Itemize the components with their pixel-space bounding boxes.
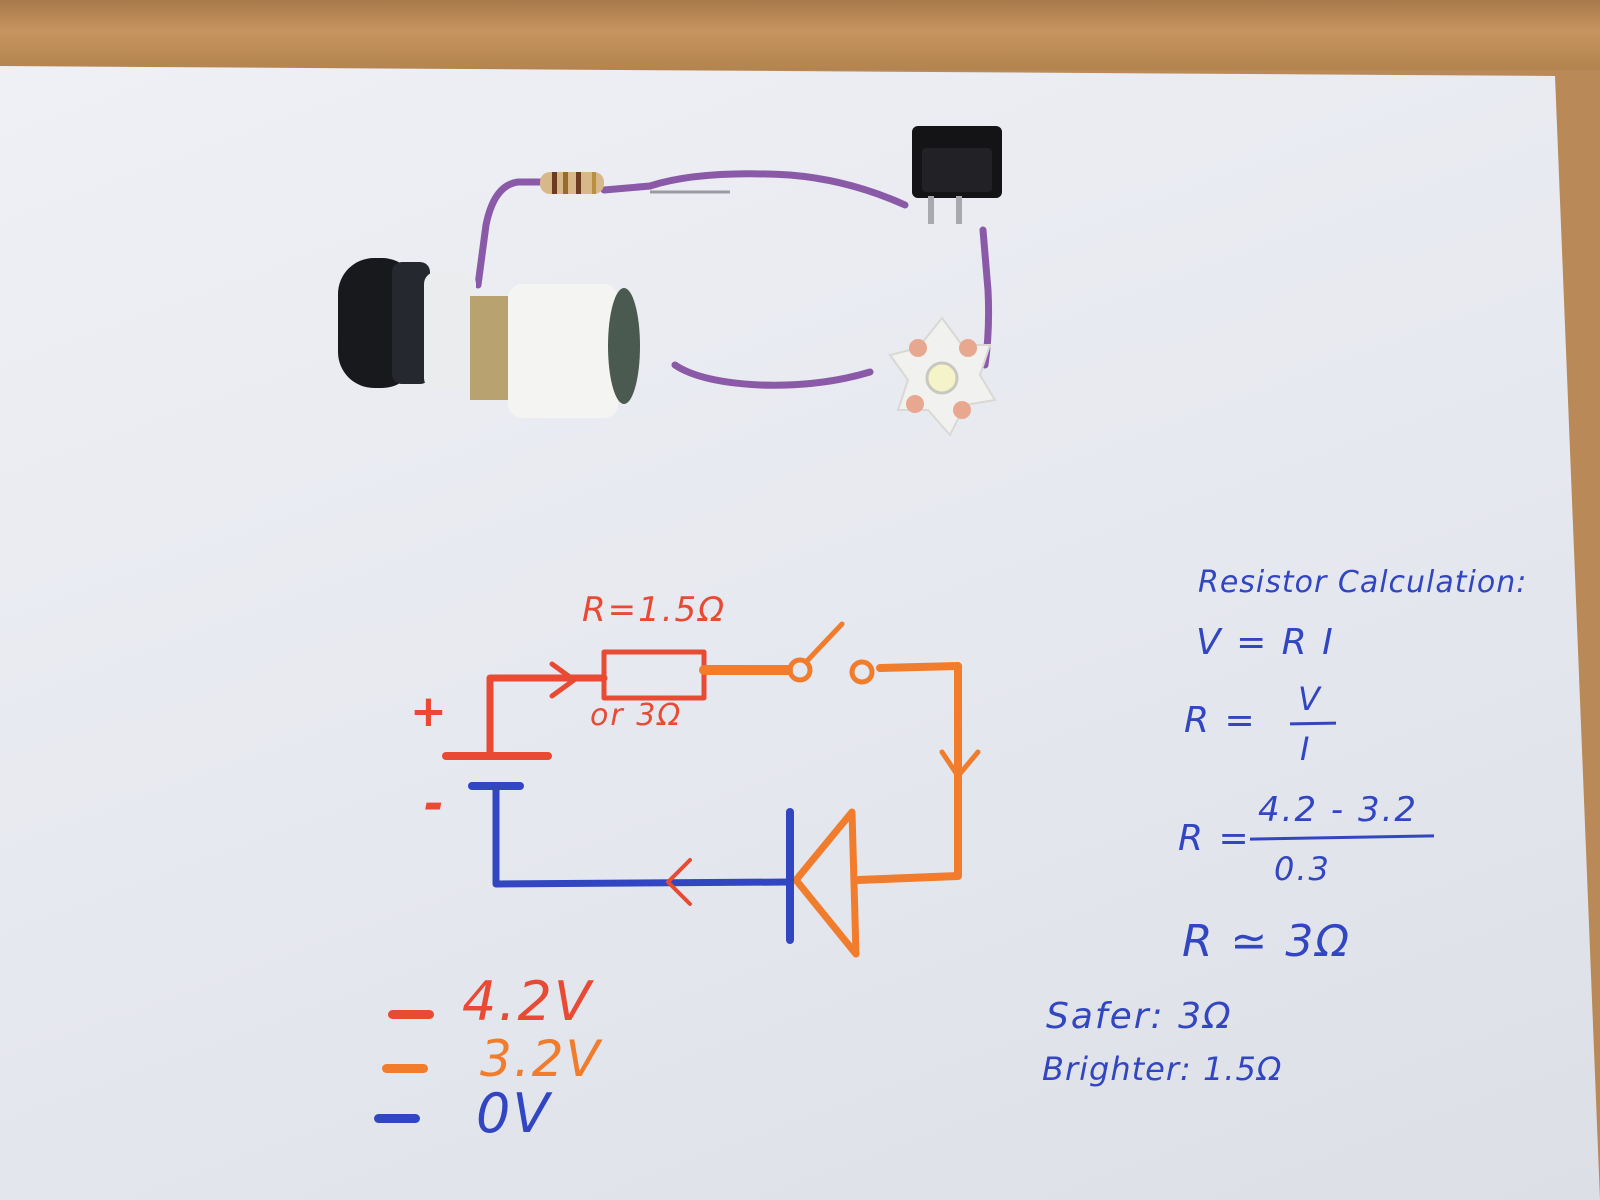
switch-contact-left bbox=[787, 657, 813, 683]
calc-sub-lhs: R = bbox=[1178, 818, 1251, 859]
switch-lever bbox=[803, 621, 845, 665]
led-triangle bbox=[792, 808, 860, 958]
battery-wrap bbox=[508, 284, 618, 418]
legend-dash-mid bbox=[382, 1064, 428, 1073]
wire-high-voltage bbox=[486, 674, 608, 756]
calc-r-den: I bbox=[1300, 730, 1312, 768]
resistor-label: R=1.5Ω bbox=[582, 590, 727, 630]
calc-sub-den: 0.3 bbox=[1274, 850, 1331, 888]
current-arrow-top bbox=[549, 661, 577, 699]
resistor-symbol bbox=[601, 649, 707, 701]
legend-dash-high bbox=[388, 1010, 434, 1019]
calc-safer: Safer: 3Ω bbox=[1046, 996, 1233, 1037]
legend-dash-low bbox=[374, 1114, 420, 1123]
current-arrow-right bbox=[939, 749, 981, 779]
battery-collar bbox=[424, 272, 476, 390]
legend-label-low: 0V bbox=[476, 1082, 552, 1145]
switch-contact-right bbox=[849, 659, 875, 685]
positive-sign: + bbox=[410, 686, 449, 737]
wire-switch-to-diode bbox=[854, 662, 962, 884]
calc-formula: V = R I bbox=[1196, 622, 1335, 663]
current-arrow-bottom bbox=[666, 858, 692, 906]
wire-battery-to-resistor bbox=[474, 178, 546, 289]
calc-brighter: Brighter: 1.5Ω bbox=[1042, 1050, 1283, 1088]
calc-r-num: V bbox=[1298, 680, 1322, 718]
wire-resistor-to-switch bbox=[600, 170, 909, 209]
wooden-desk bbox=[0, 0, 1600, 70]
wire-led-to-battery bbox=[671, 361, 874, 389]
resistor-alt-label: or 3Ω bbox=[590, 698, 683, 733]
led-emitter bbox=[925, 361, 959, 395]
paper-sheet bbox=[0, 66, 1600, 1200]
calc-result: R ≃ 3Ω bbox=[1182, 916, 1352, 967]
negative-sign: - bbox=[424, 776, 446, 832]
legend-label-mid: 3.2V bbox=[480, 1030, 602, 1088]
wire-low-voltage bbox=[492, 786, 794, 888]
calc-sub-num: 4.2 - 3.2 bbox=[1258, 790, 1419, 830]
calc-r-lhs: R = bbox=[1184, 700, 1257, 741]
calc-heading: Resistor Calculation: bbox=[1198, 565, 1528, 600]
legend-label-high: 4.2V bbox=[462, 970, 593, 1033]
